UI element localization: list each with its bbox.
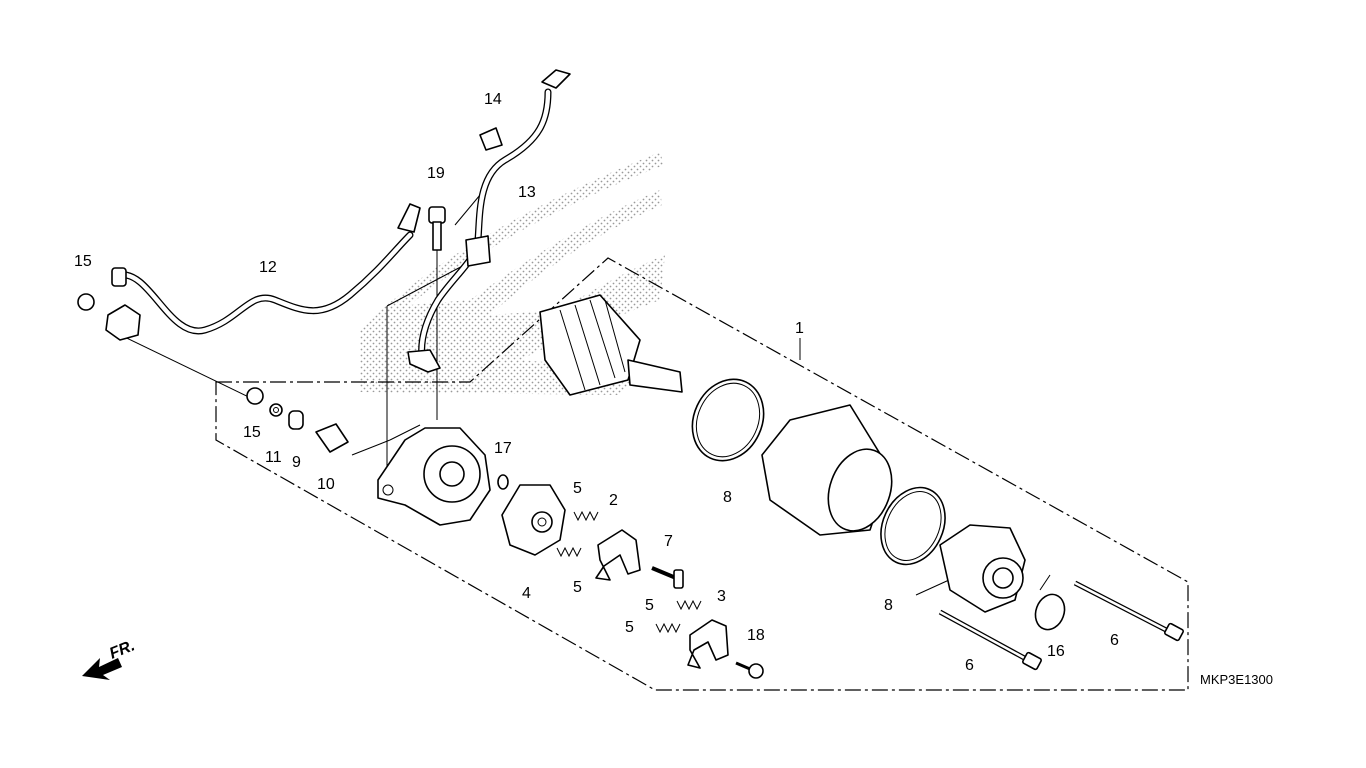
label-part-1: 1 xyxy=(795,320,804,337)
part-labels: 1 2 3 4 5 5 5 5 6 6 7 8 8 9 10 11 12 13 … xyxy=(74,91,1119,674)
terminal-insulator-10[interactable] xyxy=(315,423,349,453)
label-part-5a: 5 xyxy=(573,480,582,497)
label-part-10: 10 xyxy=(317,476,335,493)
label-part-8b: 8 xyxy=(884,597,893,614)
long-bolt-6-lower[interactable] xyxy=(938,609,1042,671)
label-part-6b: 6 xyxy=(965,657,974,674)
label-part-13: 13 xyxy=(518,184,536,201)
rear-cover[interactable] xyxy=(939,524,1026,613)
armature[interactable] xyxy=(539,294,683,396)
label-part-12: 12 xyxy=(259,259,277,276)
label-part-4: 4 xyxy=(522,585,531,602)
diagram-code: MKP3E1300 xyxy=(1200,672,1273,687)
label-part-5d: 5 xyxy=(625,619,634,636)
brush-springs[interactable] xyxy=(556,510,702,634)
label-part-15b: 15 xyxy=(243,424,261,441)
o-ring-8-upper-inner xyxy=(695,382,761,458)
label-part-9: 9 xyxy=(292,454,301,471)
o-ring-17[interactable] xyxy=(497,474,509,490)
front-direction-arrow: FR. xyxy=(82,637,137,680)
long-bolt-6-upper[interactable] xyxy=(1073,580,1184,642)
label-part-5b: 5 xyxy=(573,579,582,596)
brush-terminal-2[interactable] xyxy=(595,529,641,581)
screw-18[interactable] xyxy=(735,661,764,679)
brush-terminal-3[interactable] xyxy=(687,619,729,669)
label-part-19: 19 xyxy=(427,165,445,182)
label-part-3: 3 xyxy=(717,588,726,605)
o-ring-8-lower[interactable] xyxy=(869,477,957,575)
front-direction-label: FR. xyxy=(107,637,137,662)
o-ring-8-lower-inner xyxy=(884,491,942,561)
label-part-5c: 5 xyxy=(645,597,654,614)
brush-holder-4[interactable] xyxy=(501,484,566,556)
label-part-7: 7 xyxy=(664,533,673,550)
label-part-14: 14 xyxy=(484,91,502,108)
label-part-17: 17 xyxy=(494,440,512,457)
label-part-15a: 15 xyxy=(74,253,92,270)
starter-cable-12[interactable] xyxy=(105,203,421,341)
label-part-18: 18 xyxy=(747,627,765,644)
o-ring-8-upper[interactable] xyxy=(679,368,776,473)
o-ring-16[interactable] xyxy=(1031,590,1070,633)
label-part-16: 16 xyxy=(1047,643,1065,660)
insulator-9[interactable] xyxy=(288,410,304,430)
label-part-11: 11 xyxy=(265,449,282,466)
terminal-bolt-7[interactable] xyxy=(651,566,684,589)
label-part-6a: 6 xyxy=(1110,632,1119,649)
label-part-2: 2 xyxy=(609,492,618,509)
flange-bolt-19[interactable] xyxy=(428,206,446,251)
front-cover[interactable] xyxy=(377,427,491,526)
cable-clip-14[interactable] xyxy=(479,127,503,151)
washer-11-hole xyxy=(273,407,279,413)
nut-15-top[interactable] xyxy=(77,293,95,311)
nut-15[interactable] xyxy=(246,387,264,405)
label-part-8a: 8 xyxy=(723,489,732,506)
washer-11[interactable] xyxy=(269,403,283,417)
wing-watermark xyxy=(360,152,665,395)
assembly-outline xyxy=(215,257,1189,691)
yoke[interactable] xyxy=(761,404,903,540)
ground-cable-13[interactable] xyxy=(407,69,571,373)
